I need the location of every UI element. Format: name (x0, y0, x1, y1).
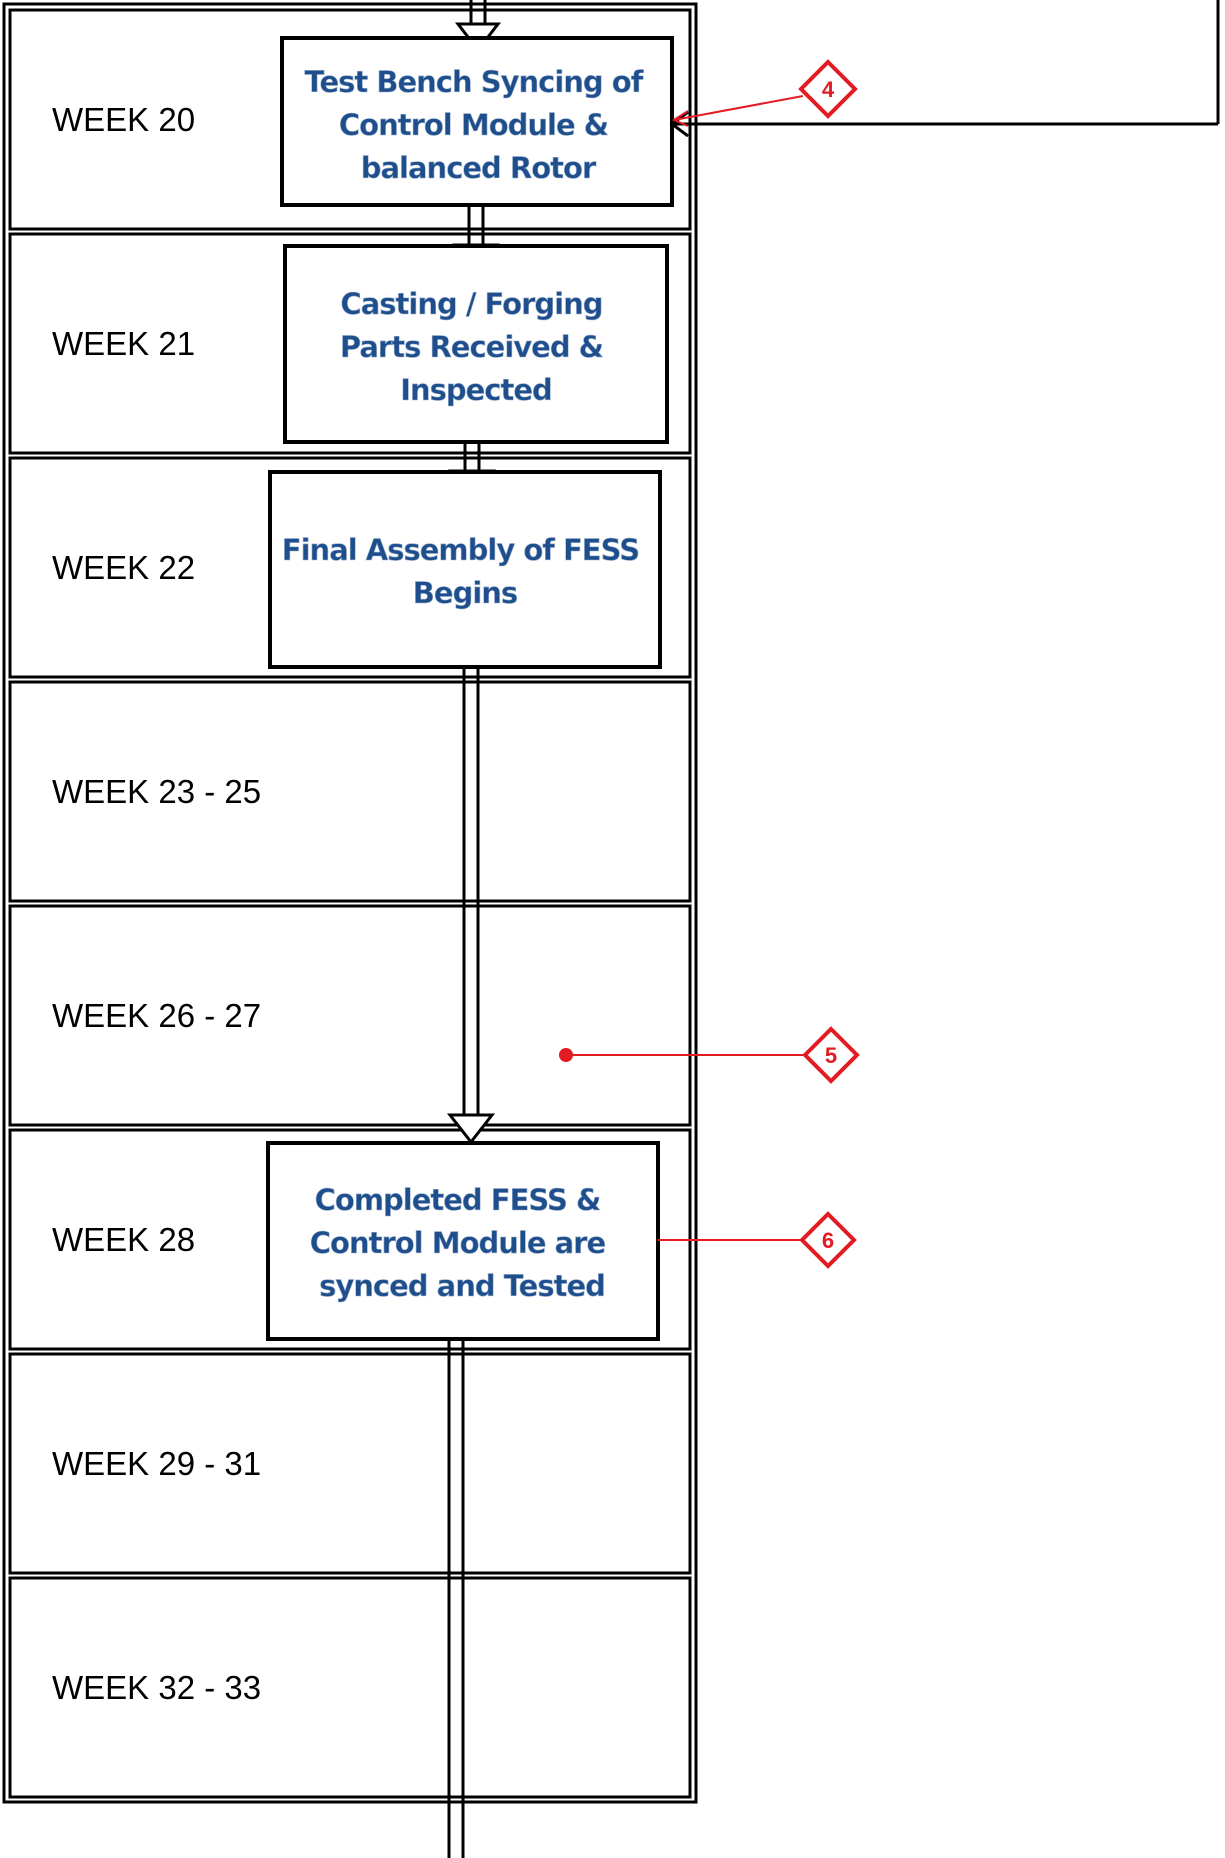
step-text: Final Assembly of FESS Begins (282, 533, 648, 610)
process-steps: Test Bench Syncing of Control Module & b… (266, 36, 674, 1341)
step-box: Test Bench Syncing of Control Module & b… (280, 36, 674, 207)
arrow-step-3-to-4 (446, 667, 496, 1145)
svg-text:6: 6 (822, 1228, 834, 1253)
dot-icon (559, 1048, 573, 1062)
external-input-line (669, 0, 1220, 138)
week-label: WEEK 32 - 33 (52, 1669, 261, 1706)
svg-text:4: 4 (822, 77, 835, 102)
week-row: WEEK 23 - 25 (8, 680, 692, 903)
week-label: WEEK 26 - 27 (52, 997, 261, 1034)
step-text: Completed FESS & Control Module are sync… (310, 1183, 615, 1303)
week-label: WEEK 28 (52, 1221, 195, 1258)
callout-markers: 4 5 6 (559, 59, 860, 1269)
week-row: WEEK 29 - 31 (8, 1352, 692, 1575)
week-label: WEEK 29 - 31 (52, 1445, 261, 1482)
week-row: WEEK 21 (8, 232, 692, 455)
week-label: WEEK 21 (52, 325, 195, 362)
diamond-icon (799, 1211, 857, 1269)
callout-marker: 5 (559, 1026, 860, 1084)
step-box: Casting / Forging Parts Received & Inspe… (283, 244, 669, 444)
week-row: WEEK 20 (8, 8, 692, 231)
step-box: Completed FESS & Control Module are sync… (266, 1141, 660, 1341)
step-box: Final Assembly of FESS Begins (268, 470, 662, 669)
diamond-icon (798, 59, 858, 119)
week-label: WEEK 23 - 25 (52, 773, 261, 810)
svg-text:5: 5 (825, 1043, 837, 1068)
outer-frame (2, 2, 698, 1804)
week-row: WEEK 26 - 27 (8, 904, 692, 1127)
week-row: WEEK 32 - 33 (8, 1576, 692, 1799)
step-text: Test Bench Syncing of Control Module & b… (305, 65, 652, 185)
step-text: Casting / Forging Parts Received & Inspe… (340, 287, 612, 407)
diamond-icon (802, 1026, 860, 1084)
callout-marker: 6 (658, 1211, 857, 1269)
arrow-below-step-4 (447, 1339, 465, 1858)
week-label: WEEK 22 (52, 549, 195, 586)
week-row: WEEK 22 (8, 456, 692, 679)
week-label: WEEK 20 (52, 101, 195, 138)
week-rows: WEEK 20 WEEK 21 WEEK 22 WEEK 23 - 25 WEE… (8, 8, 692, 1799)
callout-marker: 4 (671, 59, 858, 127)
